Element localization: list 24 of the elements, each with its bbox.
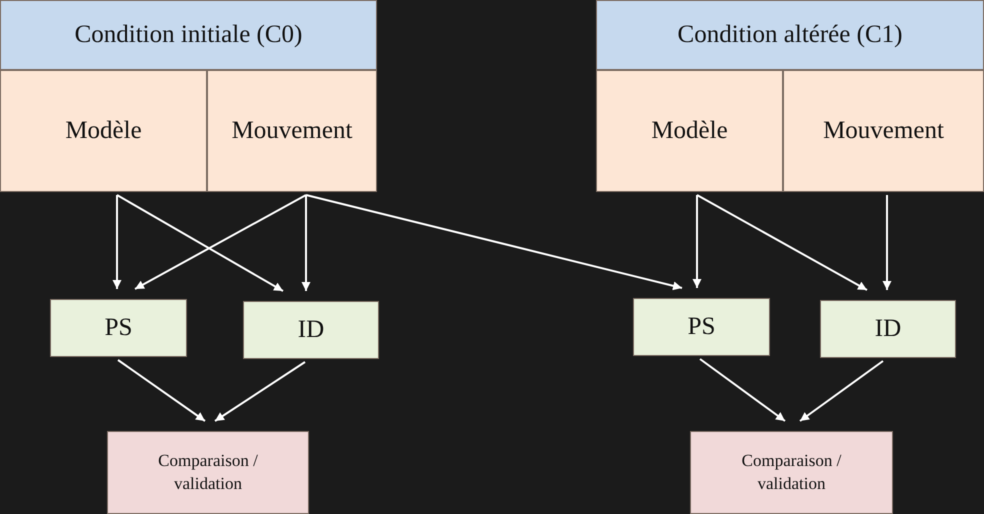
arrow: [302, 195, 310, 291]
model-cell: Modèle: [596, 70, 783, 192]
result-box: Comparaison / validation: [690, 431, 893, 514]
arrow: [116, 194, 284, 292]
arrow: [134, 194, 306, 290]
arrow: [214, 361, 306, 422]
arrow: [699, 358, 786, 422]
result-box: Comparaison / validation: [107, 431, 309, 514]
arrow: [692, 195, 702, 288]
process-box: PS: [633, 298, 770, 356]
process-box: PS: [50, 299, 187, 357]
heading-box: Condition initiale (C0): [0, 0, 377, 70]
model-cell: Modèle: [0, 70, 207, 192]
arrow: [112, 195, 122, 289]
arrow: [306, 194, 682, 290]
arrow: [117, 359, 206, 422]
arrow: [799, 360, 884, 422]
movement-cell: Mouvement: [783, 70, 984, 192]
process-box: ID: [243, 301, 379, 359]
movement-cell: Mouvement: [207, 70, 377, 192]
arrow: [882, 195, 892, 290]
process-box: ID: [820, 300, 956, 358]
arrow: [696, 194, 868, 291]
heading-box: Condition altérée (C1): [596, 0, 984, 70]
